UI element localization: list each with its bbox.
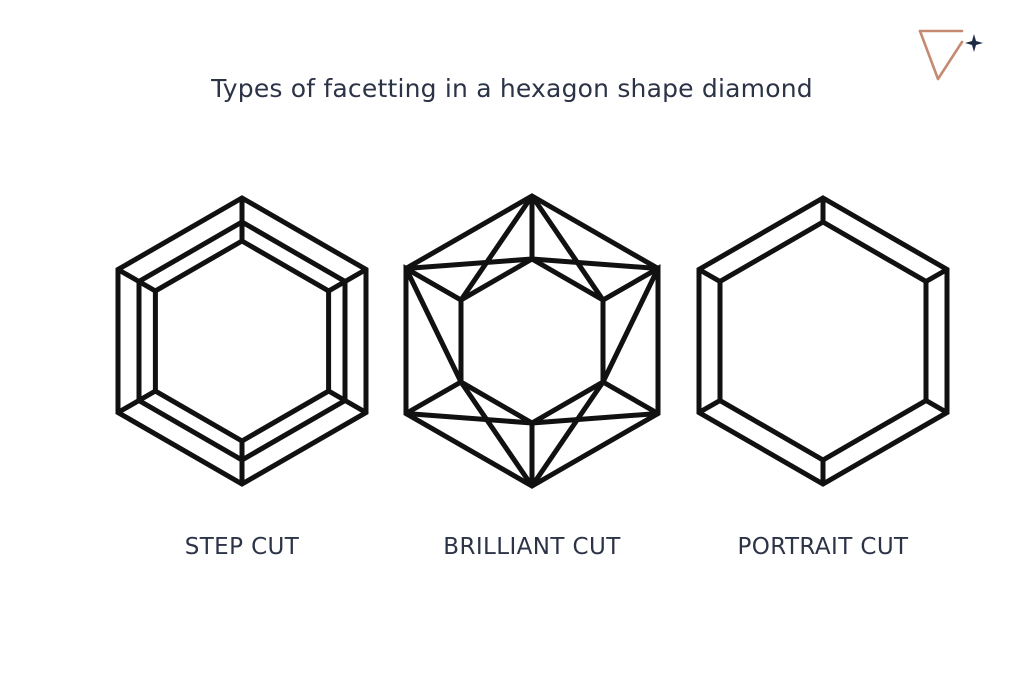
- sparkle-icon: [965, 34, 983, 52]
- step-cut-label: STEP CUT: [184, 534, 300, 560]
- portrait-cut-hexagon-icon: [696, 195, 950, 487]
- diamond-outline-with-sparkle-icon: [918, 29, 983, 81]
- brilliant-cut-figure: [401, 190, 663, 492]
- page-title: Types of facetting in a hexagon shape di…: [211, 74, 813, 103]
- step-cut-hexagon-icon: [115, 195, 369, 487]
- step-cut-figure: [111, 190, 373, 492]
- brilliant-cut-hexagon-icon: [403, 193, 661, 489]
- brand-logo: [914, 24, 986, 84]
- portrait-cut-label: PORTRAIT CUT: [737, 534, 909, 560]
- portrait-cut-figure: [692, 190, 954, 492]
- brilliant-cut-label: BRILLIANT CUT: [443, 534, 621, 560]
